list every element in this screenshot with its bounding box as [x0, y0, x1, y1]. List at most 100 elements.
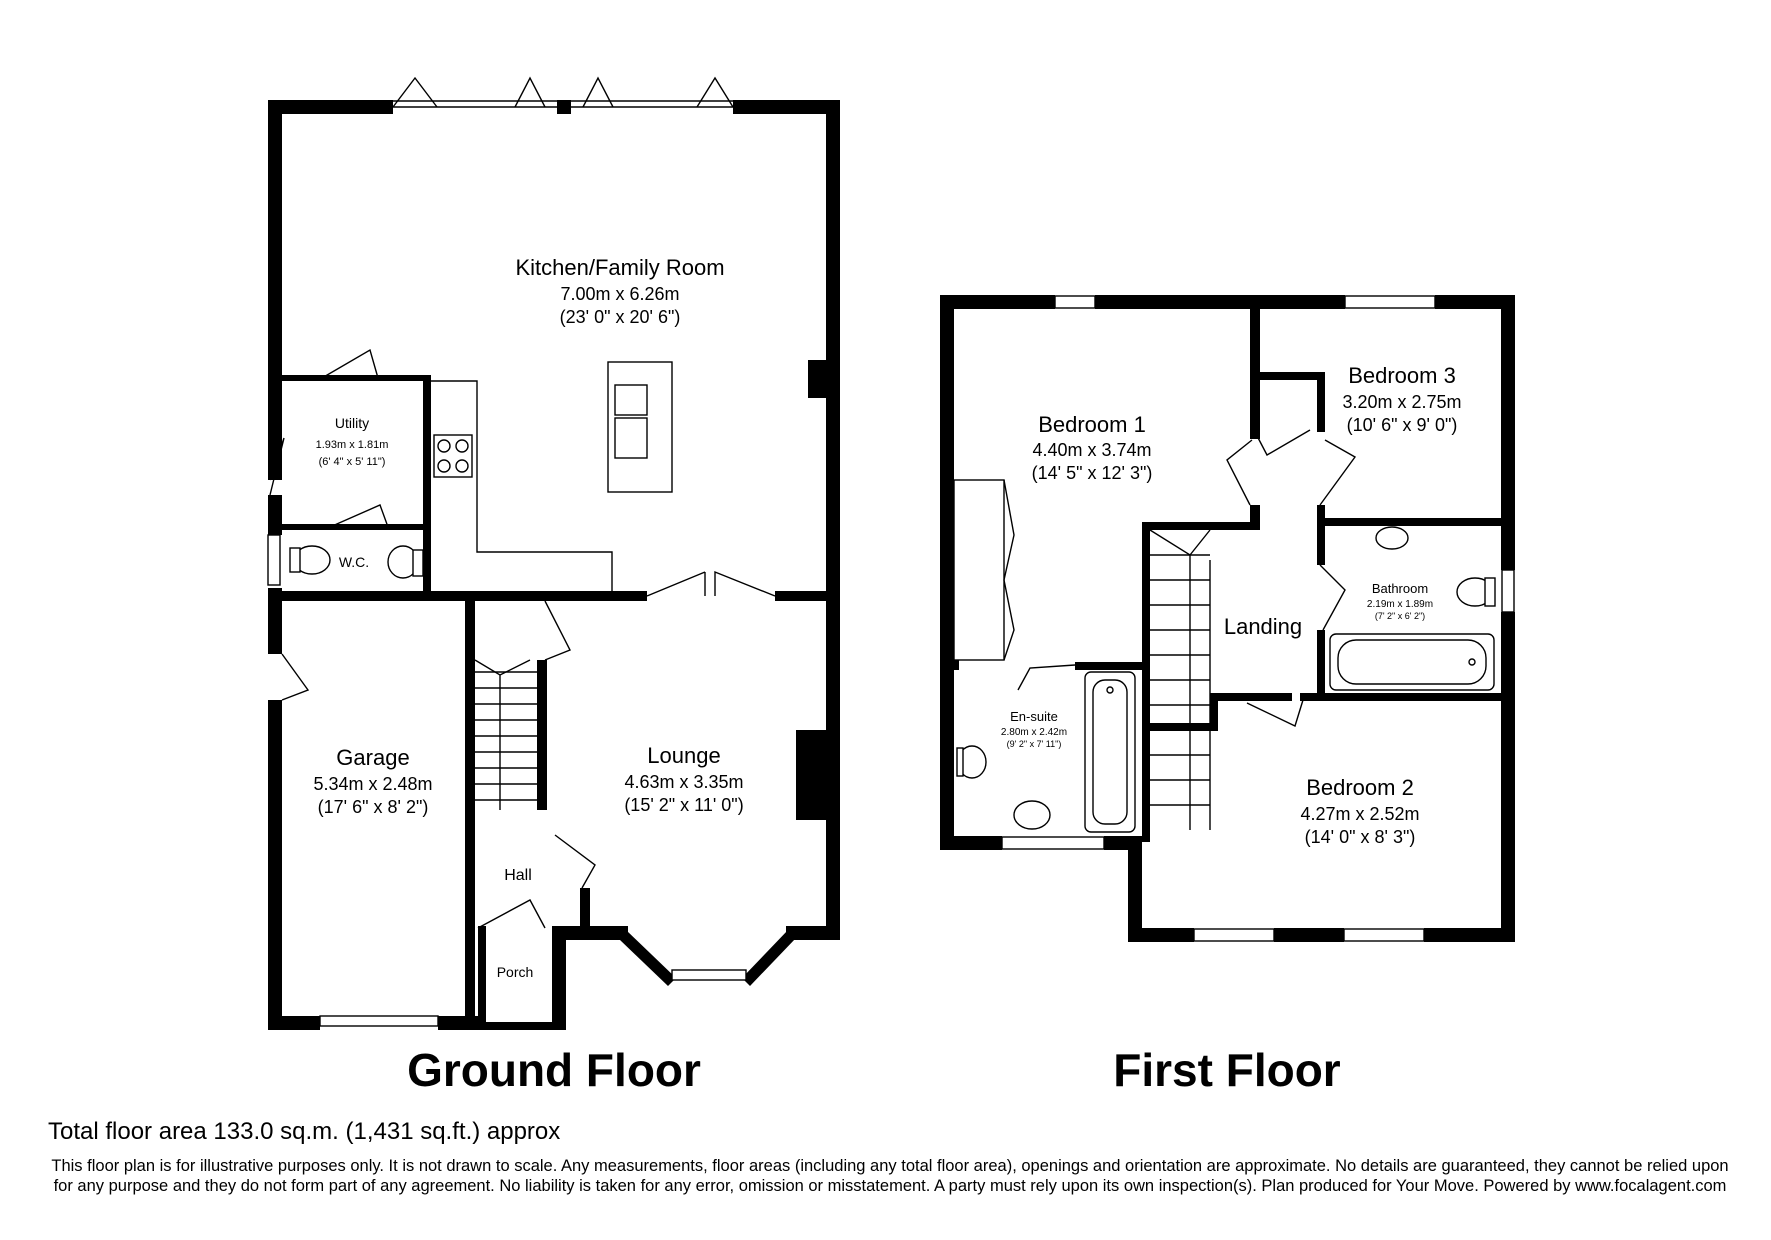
wall: [563, 926, 628, 940]
first-staircase: [1149, 529, 1211, 830]
door-swing: [329, 504, 389, 528]
garage-imperial: (17' 6" x 8' 2"): [318, 797, 429, 817]
bay-wall: [620, 930, 676, 986]
wall: [1095, 295, 1345, 309]
kitchen-imperial: (23' 0" x 20' 6"): [560, 307, 681, 327]
toilet-cistern: [1484, 577, 1496, 607]
fireplace: [796, 730, 826, 820]
bay-wall: [742, 930, 796, 986]
door-swing: [1319, 439, 1357, 506]
stair-arrow: [474, 659, 531, 810]
utility-metric: 1.93m x 1.81m: [316, 439, 389, 451]
wall: [465, 601, 475, 1021]
drainer: [614, 417, 648, 459]
lounge-imperial: (15' 2" x 11' 0"): [624, 795, 743, 815]
wall: [826, 100, 840, 940]
wall: [268, 1016, 320, 1030]
utility-imperial: (6' 4" x 5' 11"): [319, 456, 386, 468]
bedroom3-imperial: (10' 6" x 9' 0"): [1347, 415, 1458, 435]
wall: [1142, 522, 1260, 530]
ensuite-name: En-suite: [1010, 709, 1058, 724]
hob-ring: [455, 459, 469, 473]
wall: [786, 926, 840, 940]
bedroom1-metric: 4.40m x 3.74m: [1032, 440, 1151, 460]
bath: [1084, 671, 1136, 833]
stair-tread: [1150, 554, 1210, 806]
window: [1344, 295, 1436, 309]
kitchen-island: [607, 361, 673, 493]
door-swing: [281, 653, 310, 701]
bathroom-imperial: (7' 2" x 6' 2"): [1375, 611, 1425, 621]
wall: [1300, 693, 1515, 701]
wall: [580, 888, 590, 928]
landing-name: Landing: [1224, 614, 1302, 639]
window: [1501, 569, 1515, 613]
wall: [1142, 522, 1150, 842]
porch-name: Porch: [497, 964, 534, 980]
bedroom1-name: Bedroom 1: [1038, 412, 1146, 437]
hob-ring: [455, 439, 469, 453]
wall: [1274, 928, 1344, 942]
garage-metric: 5.34m x 2.48m: [313, 774, 432, 794]
ensuite-imperial: (9' 2" x 7' 11"): [1007, 739, 1062, 749]
door-swing: [554, 834, 596, 889]
bath: [1329, 633, 1495, 691]
window: [1001, 836, 1105, 850]
wall: [1317, 505, 1325, 565]
door-swing: [514, 76, 734, 108]
wall: [1143, 723, 1218, 731]
room-labels: Kitchen/Family Room 7.00m x 6.26m (23' 0…: [313, 255, 1461, 1096]
wall: [775, 591, 826, 601]
window: [319, 1015, 439, 1027]
wall: [940, 836, 1002, 850]
wall: [1250, 505, 1260, 527]
wall: [268, 100, 282, 480]
door-swing: [1017, 664, 1076, 691]
wall: [282, 591, 647, 601]
bedroom1-imperial: (14' 5" x 12' 3"): [1032, 463, 1153, 483]
bathroom-metric: 2.19m x 1.89m: [1367, 599, 1433, 610]
door-swing: [1254, 429, 1311, 456]
window: [1343, 928, 1425, 942]
ground-staircase: [474, 659, 537, 810]
wall: [1501, 295, 1515, 570]
bath-inner: [1092, 679, 1128, 825]
door-swing: [392, 76, 438, 108]
door-swing: [321, 348, 379, 379]
first-floor-title: First Floor: [1113, 1044, 1341, 1096]
wall: [1128, 836, 1142, 942]
wall: [940, 295, 954, 850]
wall: [954, 660, 959, 670]
lounge-name: Lounge: [647, 743, 720, 768]
lounge-metric: 4.63m x 3.35m: [624, 772, 743, 792]
wall: [282, 524, 427, 530]
wall: [478, 1022, 558, 1030]
disclaimer-text: This floor plan is for illustrative purp…: [51, 1157, 1729, 1195]
window: [1054, 295, 1096, 309]
wall: [1317, 518, 1515, 526]
wall: [1128, 928, 1194, 942]
wall: [1435, 295, 1515, 309]
wall: [423, 375, 431, 601]
wall: [282, 375, 427, 381]
window: [267, 534, 281, 586]
bedroom3-metric: 3.20m x 2.75m: [1342, 392, 1461, 412]
wall: [268, 495, 282, 535]
basin: [1013, 800, 1051, 830]
wall: [733, 100, 840, 114]
wall: [1250, 372, 1325, 380]
hall-name: Hall: [504, 867, 532, 884]
ground-floor-title: Ground Floor: [407, 1044, 701, 1096]
bath-plug: [1468, 658, 1476, 666]
door-swing: [1246, 699, 1304, 727]
basin: [1375, 526, 1409, 550]
wall: [1317, 372, 1325, 432]
bathroom-name: Bathroom: [1372, 581, 1428, 596]
garage-name: Garage: [336, 745, 409, 770]
bath-inner: [1337, 639, 1487, 685]
window: [1193, 928, 1275, 942]
wall: [1210, 693, 1292, 701]
hob-ring: [437, 439, 451, 453]
hob-ring: [437, 459, 451, 473]
